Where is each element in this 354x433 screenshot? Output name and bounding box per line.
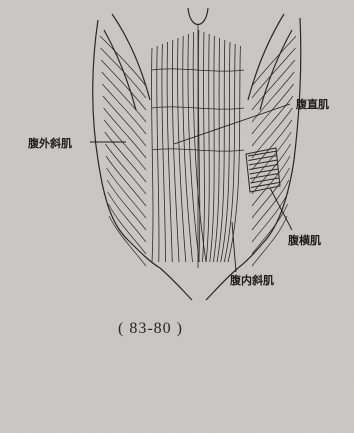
figure-number: ( 83-80 ) [118, 320, 183, 338]
label-rectus-abdominis: 腹直肌 [296, 96, 329, 112]
label-external-oblique: 腹外斜肌 [28, 135, 72, 151]
label-internal-oblique: 腹内斜肌 [230, 272, 274, 288]
label-transversus-abdominis: 腹横肌 [288, 232, 321, 248]
